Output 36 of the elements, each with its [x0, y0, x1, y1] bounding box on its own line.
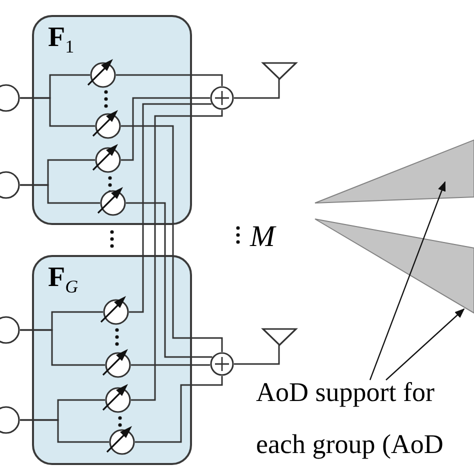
phase-shifter-symbol — [95, 147, 121, 173]
phase-shifter-symbol — [100, 190, 126, 216]
antenna-symbol — [262, 328, 297, 345]
group-panel — [32, 15, 192, 225]
count-label: M — [250, 220, 275, 254]
wire — [135, 376, 223, 443]
beam-triangle — [315, 219, 474, 313]
adder-symbol — [210, 86, 234, 110]
wire — [116, 74, 223, 86]
phase-shifter-symbol — [105, 387, 131, 413]
phase-shifter-symbol — [105, 352, 131, 378]
leader-line — [386, 308, 465, 380]
annotation-text: AoD support for each group (AoD — [256, 366, 474, 470]
phase-shifter-symbol — [95, 113, 121, 139]
wire — [129, 103, 212, 313]
group-panel — [32, 255, 192, 465]
wire — [20, 184, 100, 204]
adder-symbol — [210, 352, 234, 376]
wire — [234, 345, 280, 365]
group-label: F$_{G}$ — [48, 263, 78, 299]
wire — [121, 125, 223, 352]
wire — [131, 364, 210, 366]
wire — [20, 97, 95, 127]
wire — [121, 97, 210, 161]
phase-shifter-symbol — [90, 62, 116, 88]
wire — [20, 329, 105, 366]
phase-shifter-symbol — [103, 299, 129, 325]
wire — [234, 79, 280, 99]
wire — [20, 419, 109, 443]
phase-shifter-symbol — [109, 429, 135, 455]
wire — [126, 202, 212, 358]
group-label: F$_{1}$ — [48, 23, 74, 59]
antenna-symbol — [262, 62, 297, 79]
beam-triangle — [315, 140, 474, 203]
leader-line — [369, 181, 446, 380]
wire — [131, 110, 223, 401]
